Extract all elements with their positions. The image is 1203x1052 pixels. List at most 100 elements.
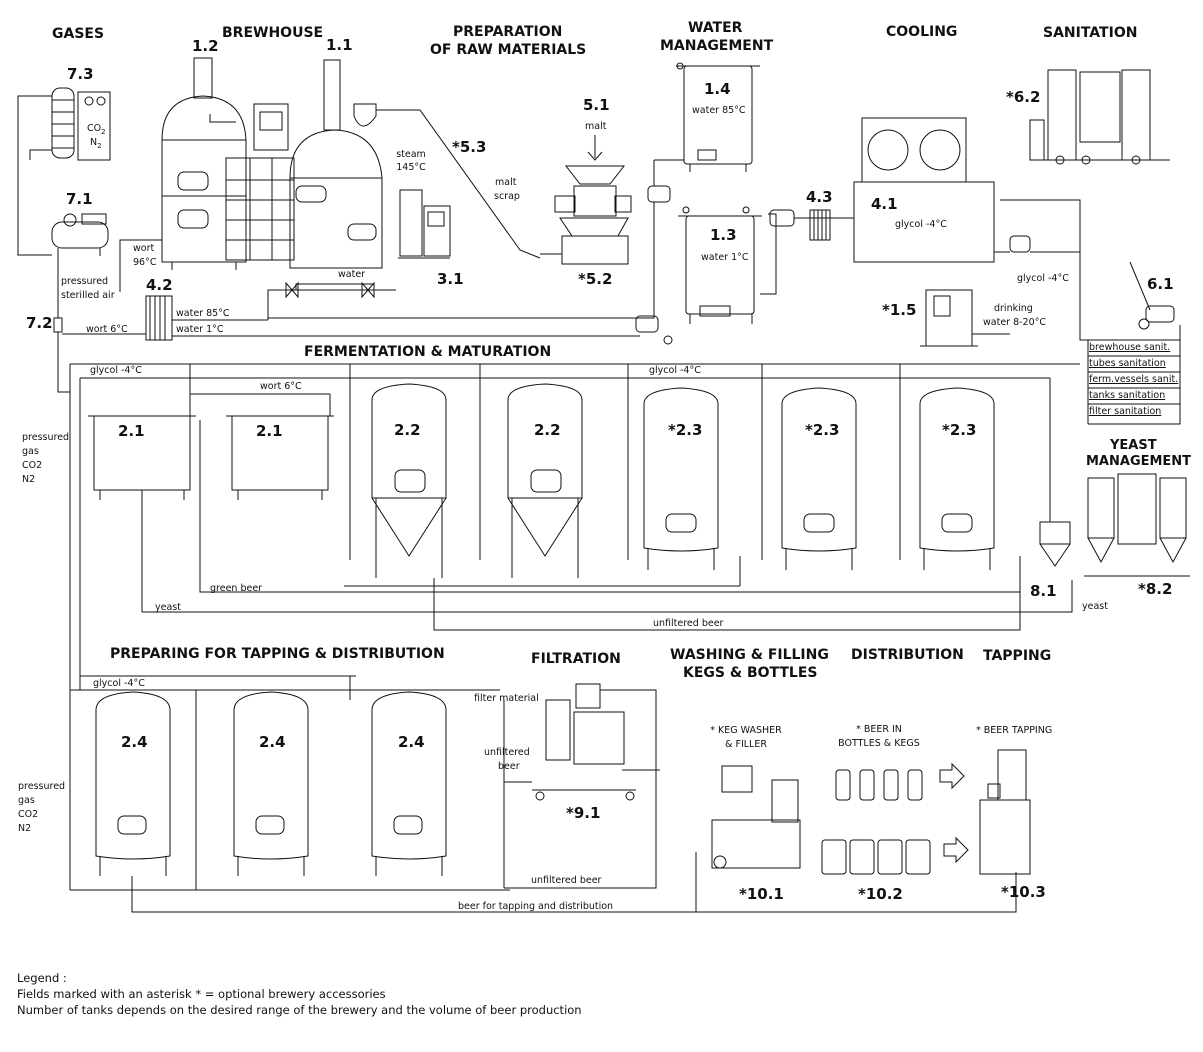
label-2-1a: 2.1 bbox=[118, 422, 145, 440]
open-fermenter-2-1b bbox=[226, 415, 334, 500]
label-5-3: *5.3 bbox=[452, 138, 487, 156]
label-beer-tapping: * BEER TAPPING bbox=[976, 725, 1053, 736]
wort-heat-exchanger-4-2 bbox=[145, 295, 173, 341]
label-wort-96-2: 96°C bbox=[133, 257, 157, 268]
legend-title: Legend : bbox=[17, 971, 67, 985]
label-beer-in-2: BOTTLES & KEGS bbox=[838, 738, 920, 749]
heading-filtration: FILTRATION bbox=[531, 651, 621, 667]
label-pressured-2: sterilled air bbox=[61, 290, 115, 301]
label-gas2-2: gas bbox=[18, 795, 35, 806]
label-7-1: 7.1 bbox=[66, 190, 93, 208]
gas-cylinders bbox=[51, 87, 111, 161]
heading-sanitation: SANITATION bbox=[1043, 25, 1138, 41]
label-water-1: water 1°C bbox=[701, 252, 749, 263]
label-5-1: 5.1 bbox=[583, 96, 610, 114]
cck-tank-2-2b bbox=[507, 383, 583, 578]
label-4-1: 4.1 bbox=[871, 195, 898, 213]
heading-yeast-2: MANAGEMENT bbox=[1086, 454, 1192, 469]
label-5-2: *5.2 bbox=[578, 270, 613, 288]
label-gas1-3: CO2 bbox=[22, 460, 43, 471]
bottles-and-kegs bbox=[821, 769, 931, 875]
label-10-3: *10.3 bbox=[1001, 883, 1046, 901]
heading-yeast-1: YEAST bbox=[1110, 438, 1157, 453]
label-malt-scrap-2: scrap bbox=[494, 191, 520, 202]
bright-tank-2-4a bbox=[95, 691, 171, 876]
cck-tank-2-2a bbox=[371, 383, 447, 578]
legend-line-2: Number of tanks depends on the desired r… bbox=[17, 1003, 582, 1017]
label-san-filter: filter sanitation bbox=[1089, 406, 1162, 417]
label-malt-scrap-1: malt bbox=[495, 177, 517, 188]
label-7-3: 7.3 bbox=[67, 65, 94, 83]
brew-control-panel bbox=[225, 103, 295, 261]
heading-cooling: COOLING bbox=[886, 24, 958, 40]
label-beer-in-1: * BEER IN bbox=[856, 724, 902, 735]
drinking-water-unit bbox=[920, 289, 978, 347]
storage-tank-2-3b bbox=[781, 387, 857, 570]
label-8-1: 8.1 bbox=[1030, 582, 1057, 600]
heading-water-1: WATER bbox=[688, 20, 743, 36]
heading-water-2: MANAGEMENT bbox=[660, 38, 774, 54]
heading-prep-raw-2: OF RAW MATERIALS bbox=[430, 42, 587, 58]
heading-tapping: TAPPING bbox=[983, 648, 1052, 664]
cip-station-6-2 bbox=[1029, 69, 1170, 165]
label-glycol-chiller: glycol -4°C bbox=[895, 219, 947, 230]
label-san-tanks: tanks sanitation bbox=[1089, 390, 1166, 401]
heading-washing-2: KEGS & BOTTLES bbox=[683, 665, 818, 681]
label-glycol-out: glycol -4°C bbox=[1017, 273, 1069, 284]
label-beer-for-tapping: beer for tapping and distribution bbox=[458, 901, 614, 912]
label-3-1: 3.1 bbox=[437, 270, 464, 288]
label-1-5: *1.5 bbox=[882, 301, 917, 319]
label-water-85b: water 85°C bbox=[176, 308, 230, 319]
label-6-2: *6.2 bbox=[1006, 88, 1041, 106]
malt-mill bbox=[540, 135, 632, 265]
plate-heat-exchanger-4-3 bbox=[809, 209, 831, 241]
label-keg-washer-2: & FILLER bbox=[725, 739, 767, 750]
label-glycol-ferm-1: glycol -4°C bbox=[90, 365, 142, 376]
label-unfiltered-beer-2: unfiltered beer bbox=[531, 875, 602, 886]
label-san-ferm: ferm.vessels sanit. bbox=[1089, 374, 1179, 385]
label-unfiltered-1: unfiltered bbox=[484, 747, 530, 758]
label-unfiltered-2: beer bbox=[498, 761, 520, 772]
storage-tank-2-3c bbox=[919, 387, 995, 570]
label-gas1-2: gas bbox=[22, 446, 39, 457]
yeast-management-unit-8-2 bbox=[1084, 473, 1190, 577]
label-drinking-2: water 8-20°C bbox=[983, 317, 1047, 328]
mash-tun-1-1 bbox=[289, 59, 541, 269]
glycol-chiller bbox=[853, 117, 1031, 263]
label-green-beer: green beer bbox=[210, 583, 263, 594]
label-san-tubes: tubes sanitation bbox=[1089, 358, 1166, 369]
label-2-4b: 2.4 bbox=[259, 733, 286, 751]
label-4-2: 4.2 bbox=[146, 276, 173, 294]
label-2-1b: 2.1 bbox=[256, 422, 283, 440]
label-4-3: 4.3 bbox=[806, 188, 833, 206]
label-10-1: *10.1 bbox=[739, 885, 784, 903]
label-unfiltered-beer: unfiltered beer bbox=[653, 618, 724, 629]
label-8-2: *8.2 bbox=[1138, 580, 1173, 598]
label-glycol-ferm-2: glycol -4°C bbox=[649, 365, 701, 376]
label-drinking-1: drinking bbox=[994, 303, 1033, 314]
legend-line-1: Fields marked with an asterisk * = optio… bbox=[17, 987, 386, 1001]
label-7-2: 7.2 bbox=[26, 314, 53, 332]
label-6-1: 6.1 bbox=[1147, 275, 1174, 293]
label-yeast: yeast bbox=[155, 602, 181, 613]
beer-tap-station bbox=[979, 749, 1031, 875]
label-malt: malt bbox=[585, 121, 607, 132]
label-2-4c: 2.4 bbox=[398, 733, 425, 751]
water-pump bbox=[635, 185, 673, 345]
label-yeast-2: yeast bbox=[1082, 601, 1108, 612]
heading-brewhouse: BREWHOUSE bbox=[222, 25, 324, 41]
heading-washing-1: WASHING & FILLING bbox=[670, 647, 829, 663]
heading-distribution: DISTRIBUTION bbox=[851, 647, 964, 663]
label-n2: N2 bbox=[90, 137, 102, 150]
bright-tank-2-4b bbox=[233, 691, 309, 876]
heading-tapping-prep: PREPARING FOR TAPPING & DISTRIBUTION bbox=[110, 646, 445, 662]
label-2-4a: 2.4 bbox=[121, 733, 148, 751]
label-steam-1: steam bbox=[396, 149, 426, 160]
label-1-2: 1.2 bbox=[192, 37, 219, 55]
label-2-2b: 2.2 bbox=[534, 421, 561, 439]
label-1-3: 1.3 bbox=[710, 226, 737, 244]
label-gas2-1: pressured bbox=[18, 781, 66, 792]
label-wort-96-1: wort bbox=[133, 243, 155, 254]
label-1-1: 1.1 bbox=[326, 36, 353, 54]
